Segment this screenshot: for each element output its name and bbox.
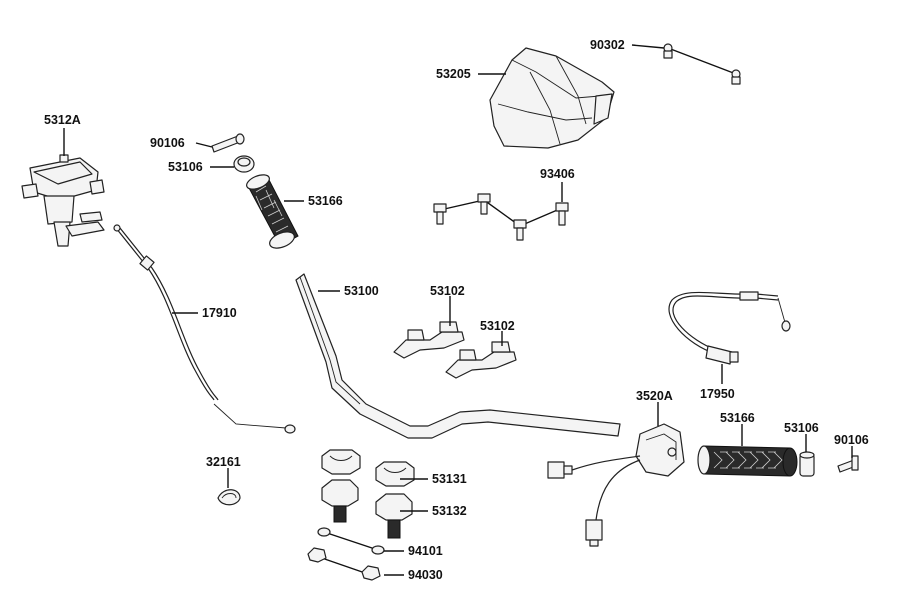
label-17950: 17950 — [700, 387, 735, 401]
washers — [317, 527, 385, 555]
brake-cable — [113, 224, 296, 434]
bar-end-weight-right — [799, 451, 815, 477]
windscreen-bolts — [433, 193, 569, 241]
right-handlebar-grip — [697, 445, 798, 477]
label-5312A: 5312A — [44, 113, 81, 127]
label-53106-top: 53106 — [168, 160, 203, 174]
handlebar-lower-holders — [321, 479, 413, 539]
label-53100: 53100 — [344, 284, 379, 298]
label-53131: 53131 — [432, 472, 467, 486]
cable-clip — [217, 489, 241, 506]
label-94101: 94101 — [408, 544, 443, 558]
label-90106-top: 90106 — [150, 136, 185, 150]
label-90302: 90302 — [590, 38, 625, 52]
label-53205: 53205 — [436, 67, 471, 81]
handlebar-clamp-upper — [393, 321, 465, 359]
handlebar-clamp-lower — [445, 341, 517, 379]
label-90106-right: 90106 — [834, 433, 869, 447]
nuts — [307, 547, 381, 581]
right-switch-assembly — [547, 423, 685, 547]
bar-end-weight-top — [233, 155, 255, 173]
windscreen — [489, 47, 615, 149]
label-53166-right: 53166 — [720, 411, 755, 425]
label-53102-lower: 53102 — [480, 319, 515, 333]
brake-master-cylinder — [21, 154, 105, 247]
handlebar-upper-holders — [321, 449, 415, 487]
label-53166-top: 53166 — [308, 194, 343, 208]
grip-end-bolt-right — [837, 455, 859, 473]
windscreen-screws — [663, 43, 741, 85]
handlebar — [295, 273, 621, 439]
throttle-cable — [668, 291, 791, 365]
label-53106-right: 53106 — [784, 421, 819, 435]
left-handlebar-grip — [246, 174, 299, 249]
label-53102-upper: 53102 — [430, 284, 465, 298]
label-94030: 94030 — [408, 568, 443, 582]
grip-end-bolt-top — [211, 133, 245, 153]
label-32161: 32161 — [206, 455, 241, 469]
label-93406: 93406 — [540, 167, 575, 181]
label-17910: 17910 — [202, 306, 237, 320]
label-53132: 53132 — [432, 504, 467, 518]
label-3520A: 3520A — [636, 389, 673, 403]
